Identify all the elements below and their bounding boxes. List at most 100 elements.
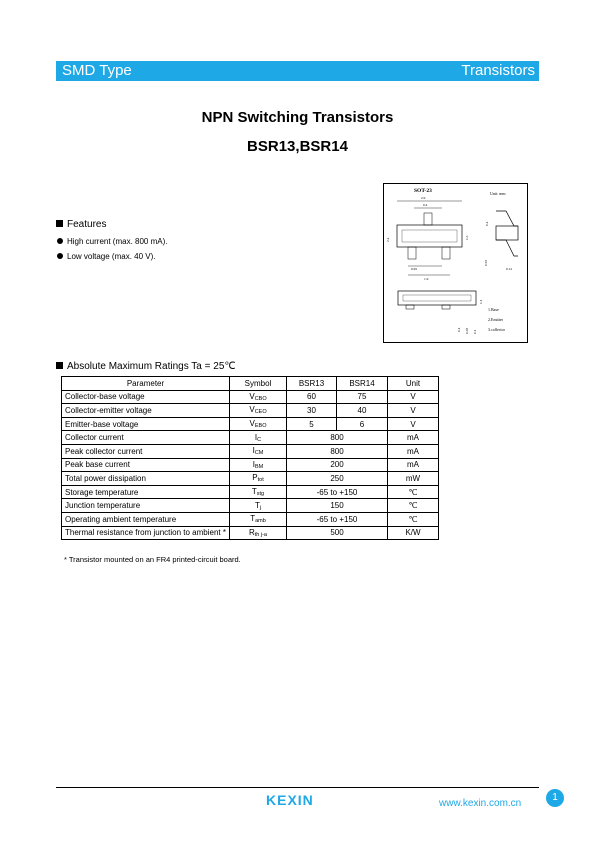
- unit-cell: ℃: [387, 484, 439, 500]
- symbol-letter: T: [254, 500, 260, 510]
- symbol-subscript: tot: [257, 477, 264, 484]
- unit-cell: V: [387, 389, 439, 405]
- shared-value: 500: [286, 525, 388, 541]
- symbol-subscript: CEO: [254, 409, 267, 416]
- unit-cell: mW: [387, 471, 439, 486]
- footer-divider: [56, 787, 539, 788]
- dim-label: 0.1: [473, 329, 477, 334]
- header-category: Transistors: [461, 62, 535, 79]
- website-link[interactable]: www.kexin.com.cn: [439, 798, 522, 809]
- table-row: Operating ambient temperature Tamb -65 t…: [61, 511, 439, 527]
- param-cell: Storage temperature: [61, 484, 230, 500]
- pin-label: 3.collector: [488, 327, 506, 332]
- param-cell: Peak base current: [61, 457, 230, 473]
- dim-label: 0.4: [457, 327, 461, 332]
- symbol-subscript: CM: [254, 450, 264, 457]
- square-bullet-icon: [56, 362, 63, 369]
- symbol-cell: VEBO: [229, 416, 287, 432]
- feature-item: Low voltage (max. 40 V).: [57, 252, 155, 261]
- bsr13-value: 5: [286, 416, 337, 432]
- circle-bullet-icon: [57, 253, 63, 259]
- unit-cell: V: [387, 416, 439, 432]
- dim-label: 0.4: [423, 203, 428, 207]
- package-drawing: SOT-23 Unit: mm 2.9 0.4 2.4 1.3 0.95 1.9…: [383, 183, 528, 343]
- symbol-cell: VCEO: [229, 403, 287, 418]
- pin-label: 2.Emitter: [488, 317, 504, 322]
- feature-text: Low voltage (max. 40 V).: [67, 252, 156, 261]
- symbol-letter: V: [249, 419, 255, 429]
- table-row: Total power dissipation Ptot 250 mW: [61, 471, 439, 486]
- page-title: NPN Switching Transistors: [201, 109, 394, 126]
- symbol-subscript: CBO: [254, 395, 267, 402]
- shared-value: 250: [286, 471, 388, 486]
- column-header: Parameter: [61, 376, 230, 391]
- column-header: BSR13: [286, 376, 337, 391]
- feature-item: High current (max. 800 mA).: [57, 237, 167, 246]
- bsr14-value: 75: [336, 389, 388, 405]
- header-type: SMD Type: [62, 62, 132, 79]
- dim-label: 0.55: [484, 260, 488, 266]
- symbol-subscript: EBO: [254, 423, 267, 430]
- shared-value: 200: [286, 457, 388, 473]
- dim-label: 0.95: [411, 267, 417, 271]
- unit-cell: V: [387, 403, 439, 418]
- unit-cell: mA: [387, 430, 439, 445]
- shared-value: 800: [286, 430, 388, 445]
- symbol-letter: T: [251, 487, 257, 497]
- circle-bullet-icon: [57, 238, 63, 244]
- features-heading-text: Features: [67, 219, 107, 230]
- shared-value: -65 to +150: [286, 511, 388, 527]
- ratings-heading: Absolute Maximum Ratings Ta = 25℃: [56, 361, 236, 372]
- unit-cell: mA: [387, 443, 439, 459]
- param-cell: Total power dissipation: [61, 471, 230, 486]
- symbol-cell: ICM: [229, 443, 287, 459]
- symbol-cell: VCBO: [229, 389, 287, 405]
- shared-value: 800: [286, 443, 388, 459]
- unit-cell: ℃: [387, 498, 439, 513]
- square-bullet-icon: [56, 220, 63, 227]
- dim-label: 1.9: [424, 277, 429, 281]
- bsr13-value: 60: [286, 389, 337, 405]
- table-row: Storage temperature Tstg -65 to +150 ℃: [61, 484, 439, 500]
- bsr14-value: 40: [336, 403, 388, 418]
- param-cell: Collector current: [61, 430, 230, 445]
- symbol-cell: Ptot: [229, 471, 287, 486]
- package-name: SOT-23: [414, 188, 432, 194]
- param-cell: Collector-base voltage: [61, 389, 230, 405]
- dim-label: 1.1: [479, 299, 483, 304]
- pin-label: 1.Base: [488, 307, 499, 312]
- dim-label: 1.3: [465, 235, 469, 240]
- kexin-logo: KEXIN: [266, 792, 314, 808]
- table-row: Emitter-base voltage VEBO 5 6 V: [61, 416, 439, 432]
- symbol-letter: V: [249, 391, 255, 401]
- param-cell: Operating ambient temperature: [61, 511, 230, 527]
- param-cell: Emitter-base voltage: [61, 416, 230, 432]
- symbol-cell: IC: [229, 430, 287, 445]
- symbol-subscript: j: [259, 504, 262, 511]
- shared-value: -65 to +150: [286, 484, 388, 500]
- table-row: Collector-base voltage VCBO 60 75 V: [61, 389, 439, 405]
- ratings-heading-text: Absolute Maximum Ratings Ta = 25℃: [67, 361, 236, 372]
- param-cell: Collector-emitter voltage: [61, 403, 230, 418]
- symbol-cell: Tamb: [229, 511, 287, 527]
- symbol-subscript: th j-a: [254, 531, 267, 538]
- symbol-letter: T: [250, 514, 256, 524]
- unit-cell: K/W: [387, 525, 439, 541]
- table-header-row: Parameter Symbol BSR13 BSR14 Unit: [61, 376, 439, 391]
- dim-label: 0.38: [465, 328, 469, 334]
- table-row: Collector current IC 800 mA: [61, 430, 439, 445]
- table-row: Collector-emitter voltage VCEO 30 40 V: [61, 403, 439, 418]
- package-outline-svg: SOT-23 Unit: mm 2.9 0.4 2.4 1.3 0.95 1.9…: [386, 188, 519, 334]
- feature-text: High current (max. 800 mA).: [67, 237, 168, 246]
- symbol-cell: IBM: [229, 457, 287, 473]
- symbol-letter: I: [254, 432, 258, 442]
- table-row: Thermal resistance from junction to ambi…: [61, 525, 439, 541]
- symbol-cell: Tj: [229, 498, 287, 513]
- symbol-letter: I: [252, 459, 255, 469]
- column-header: Unit: [387, 376, 439, 391]
- page-number-badge: 1: [546, 789, 564, 807]
- table-row: Peak base current IBM 200 mA: [61, 457, 439, 473]
- part-numbers: BSR13,BSR14: [247, 138, 348, 155]
- unit-label: Unit: mm: [490, 191, 506, 196]
- unit-cell: mA: [387, 457, 439, 473]
